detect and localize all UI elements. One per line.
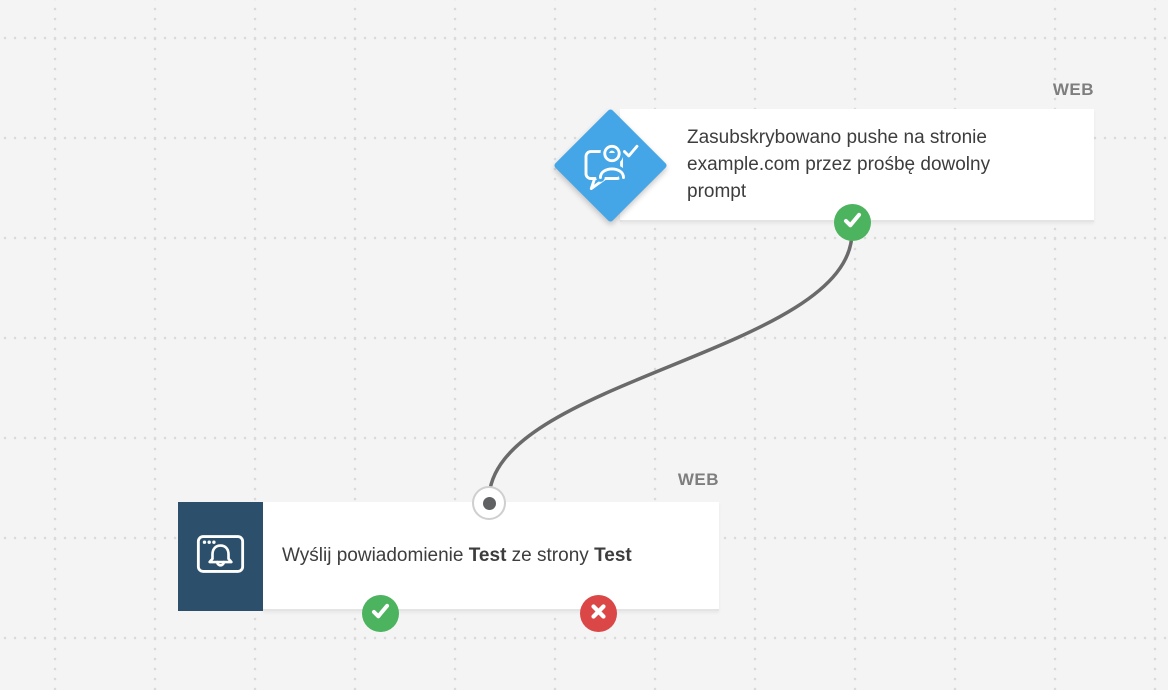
site-name: Test	[594, 545, 632, 566]
subscriber-chat-icon	[570, 125, 651, 206]
action-node-icon-box[interactable]	[178, 502, 263, 611]
trigger-node-diamond[interactable]	[553, 108, 668, 223]
action-success-port[interactable]	[362, 595, 399, 632]
notification-name: Test	[468, 545, 507, 566]
trigger-node-card[interactable]: Zasubskrybowano pushe na stronie example…	[620, 109, 1094, 222]
action-input-dot[interactable]	[472, 486, 506, 520]
trigger-success-port[interactable]	[834, 204, 871, 241]
connector-inner-dot	[482, 496, 496, 510]
action-text-prefix: Wyślij powiadomienie	[282, 545, 469, 566]
action-node-description: Wyślij powiadomienie Test ze strony Test	[282, 542, 702, 569]
trigger-node-description: Zasubskrybowano pushe na stronie example…	[687, 127, 991, 202]
check-icon	[370, 601, 391, 627]
action-text-middle: ze strony	[506, 545, 595, 566]
action-fail-port[interactable]	[580, 595, 617, 632]
x-icon	[590, 603, 607, 625]
trigger-channel-label: WEB	[1052, 80, 1094, 99]
check-icon	[842, 210, 863, 236]
action-node-card[interactable]: Wyślij powiadomienie Test ze strony Test	[263, 502, 719, 611]
browser-bell-icon	[196, 534, 245, 579]
action-channel-label: WEB	[677, 470, 719, 489]
